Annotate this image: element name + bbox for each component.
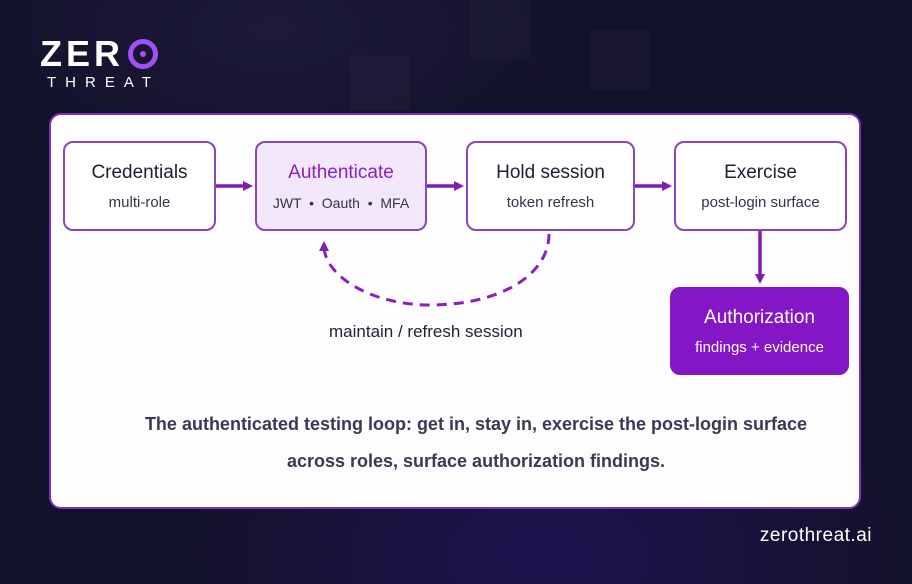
background-tile [470,0,530,60]
background-tile [590,30,650,90]
node-authenticate: Authenticate JWT • Oauth • MFA [255,141,427,231]
caption-line-2: across roles, surface authorization find… [286,451,666,471]
node-subtitle: JWT • Oauth • MFA [272,194,410,211]
node-title: Authenticate [288,161,394,183]
node-subtitle: post-login surface [701,193,820,211]
background-tile [350,55,410,110]
logo-ring-icon [128,39,158,69]
footer-site-link[interactable]: zerothreat.ai [759,525,872,546]
logo-tagline: THREAT [47,74,160,91]
node-hold-session: Hold session token refresh [466,141,635,231]
node-subtitle: findings + evidence [695,338,824,356]
brand-logo: ZER THREAT [40,33,160,91]
node-title: Credentials [91,161,188,183]
node-title: Hold session [496,161,605,183]
caption-line-1: The authenticated testing loop: get in, … [144,414,808,434]
node-title: Authorization [704,306,815,328]
node-subtitle: token refresh [506,193,595,211]
loop-label: maintain / refresh session [329,322,523,341]
node-title: Exercise [724,161,797,183]
node-subtitle: multi-role [108,193,171,211]
node-credentials: Credentials multi-role [63,141,216,231]
node-exercise: Exercise post-login surface [674,141,847,231]
logo-wordmark: ZER [40,33,124,74]
node-authorization: Authorization findings + evidence [670,287,849,375]
